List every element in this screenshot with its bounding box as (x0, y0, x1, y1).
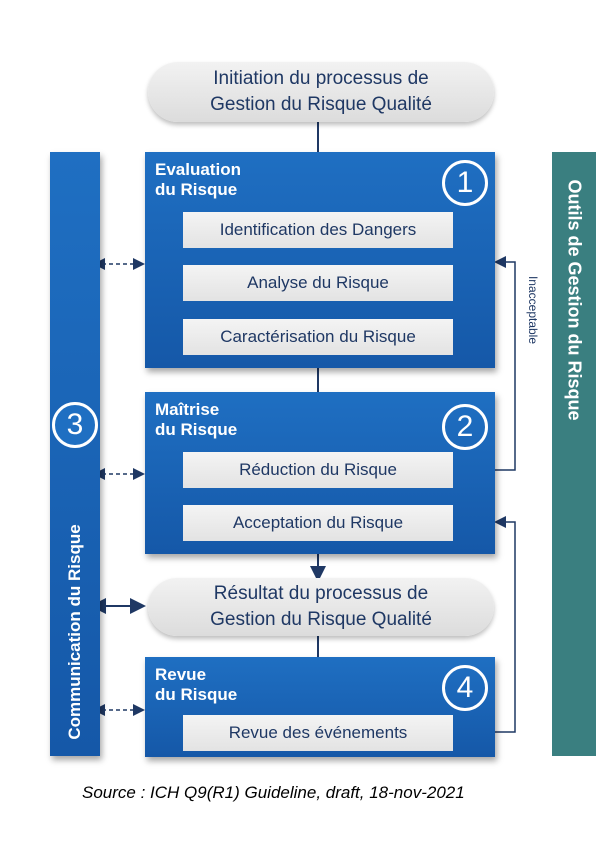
communication-label: Communication du Risque (65, 524, 84, 740)
inacceptable-label: Inacceptable (526, 275, 540, 345)
step-identification: Identification des Dangers (183, 212, 453, 248)
maitrise-number: 2 (442, 404, 488, 450)
step-analyse: Analyse du Risque (183, 265, 453, 301)
revue-title: Revue du Risque (155, 665, 238, 704)
step-acceptation: Acceptation du Risque (183, 505, 453, 541)
evaluation-title: Evaluation du Risque (155, 160, 241, 199)
outils-label: Outils de Gestion du Risque (564, 179, 585, 421)
outils-bar: Outils de Gestion du Risque (552, 152, 596, 756)
step-caracterisation: Caractérisation du Risque (183, 319, 453, 355)
revue-block: Revue du Risque 4 Revue des événements (145, 657, 495, 757)
initiation-node: Initiation du processus de Gestion du Ri… (148, 62, 494, 122)
revue-number: 4 (442, 665, 488, 711)
source-caption: Source : ICH Q9(R1) Guideline, draft, 18… (82, 783, 465, 802)
evaluation-block: Evaluation du Risque 1 Identification de… (145, 152, 495, 368)
step-reduction: Réduction du Risque (183, 452, 453, 488)
resultat-node: Résultat du processus de Gestion du Risq… (148, 578, 494, 636)
communication-bar: 3 Communication du Risque (50, 152, 100, 756)
step-revue: Revue des événements (183, 715, 453, 751)
communication-number: 3 (52, 402, 98, 448)
maitrise-block: Maîtrise du Risque 2 Réduction du Risque… (145, 392, 495, 554)
maitrise-title: Maîtrise du Risque (155, 400, 238, 439)
evaluation-number: 1 (442, 160, 488, 206)
